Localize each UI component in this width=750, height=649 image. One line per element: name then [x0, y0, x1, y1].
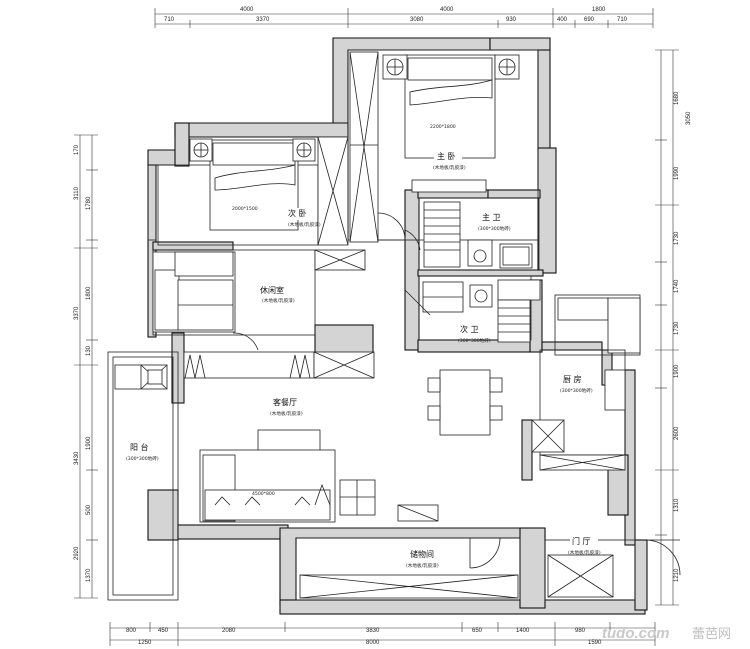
dim-bottom-seg-5: 650: [472, 628, 483, 634]
dim-bottom-total-3: 1590: [588, 640, 602, 646]
dim-left-seg-2: 3110: [74, 186, 80, 200]
dim-top-seg-3: 3080: [410, 17, 424, 23]
room-note-living-dining: (木地板/乳胶漆): [270, 410, 303, 417]
dim-right-seg-10: 1210: [674, 568, 680, 582]
master-bath-fixtures: [418, 197, 540, 271]
room-note-storage: (木地板/乳胶漆): [406, 562, 439, 569]
top-dimension-lines: [154, 8, 654, 28]
room-label-kitchen: 厨 房: [563, 374, 582, 384]
dim-right-seg-5: 1740: [674, 279, 680, 293]
dim-left-seg-3: 1780: [86, 196, 92, 210]
dim-top-seg-1: 710: [164, 17, 175, 23]
dim-right-seg-2: 3050: [686, 111, 692, 125]
dim-top-total-2: 4000: [440, 7, 454, 13]
dim-left-seg-8: 1900: [86, 436, 92, 450]
sofa-size: 4500*800: [252, 491, 275, 497]
dim-left-seg-11: 1370: [86, 568, 92, 582]
dim-top-seg-5: 400: [557, 17, 568, 23]
room-note-leisure-room: (木地板/乳胶漆): [262, 297, 295, 304]
dim-right-seg-9: 1310: [674, 498, 680, 512]
dim-left-seg-6: 130: [86, 345, 92, 356]
room-note-foyer: (木地板/乳胶漆): [568, 549, 601, 556]
master-bedroom-furniture: [347, 49, 539, 243]
dim-top-seg-2: 3370: [256, 17, 270, 23]
room-label-master-bedroom: 主 卧: [437, 151, 456, 161]
balcony-area: [107, 351, 179, 601]
dim-bottom-seg-1: 800: [126, 628, 137, 634]
dim-left-seg-5: 1800: [86, 286, 92, 300]
room-label-second-bedroom: 次 卧: [288, 208, 307, 218]
dim-right-seg-1: 1680: [674, 91, 680, 105]
dim-right-seg-4: 1730: [674, 231, 680, 245]
dim-top-total-3: 1800: [592, 7, 606, 13]
room-label-second-bath: 次 卫: [460, 324, 479, 334]
watermark-text: 蕾芭网: [692, 627, 731, 642]
dim-left-seg-4: 3370: [74, 306, 80, 320]
room-note-second-bath: (300*300地砖): [458, 337, 491, 344]
second-bedroom-furniture: [147, 136, 349, 246]
room-label-living-dining: 客餐厅: [273, 397, 297, 407]
dim-top-seg-7: 710: [617, 17, 628, 23]
watermark: tudo.com 蕾芭网: [602, 625, 731, 642]
bed-size-second: 2000*1500: [232, 206, 258, 212]
room-note-master-bath: (300*300地砖): [478, 225, 511, 232]
room-note-second-bedroom: (木地板/乳胶漆): [288, 221, 321, 228]
room-label-balcony: 阳 台: [130, 442, 149, 452]
dim-left-seg-10: 500: [86, 504, 92, 515]
foyer-fixtures: [544, 539, 681, 601]
dim-right-seg-6: 1730: [674, 321, 680, 335]
right-dimension-lines: [655, 49, 679, 606]
storage-furniture: [295, 537, 521, 601]
dim-right-seg-3: 1990: [674, 166, 680, 180]
dim-bottom-total-1: 1250: [138, 640, 152, 646]
second-bath-fixtures: [418, 275, 541, 343]
dim-bottom-seg-2: 450: [158, 628, 169, 634]
room-label-master-bath: 主 卫: [482, 212, 501, 222]
watermark-logo: tudo.com: [602, 625, 670, 642]
room-note-kitchen: (300*300地砖): [560, 387, 593, 394]
dim-bottom-seg-3: 2080: [222, 628, 236, 634]
room-note-master-bedroom: (木地板/乳胶漆): [433, 164, 466, 171]
living-dining-furniture: [183, 351, 503, 523]
left-dimension-lines: [74, 134, 98, 599]
kitchen-fixtures: [531, 294, 641, 471]
room-note-balcony: (300*300地砖): [126, 455, 159, 462]
dim-top-seg-4: 930: [506, 17, 517, 23]
dim-left-seg-9: 2920: [74, 546, 80, 560]
dim-right-seg-7: 1900: [674, 364, 680, 378]
dim-bottom-seg-7: 980: [575, 628, 586, 634]
door-swings: [232, 212, 431, 351]
dim-left-seg-7: 3430: [74, 451, 80, 465]
dim-bottom-seg-6: 1400: [516, 628, 530, 634]
dim-top-seg-6: 690: [584, 17, 595, 23]
dim-bottom-seg-4: 3830: [366, 628, 380, 634]
room-label-leisure-room: 休闲室: [260, 285, 284, 295]
dim-right-seg-8: 2600: [674, 426, 680, 440]
room-label-storage: 储物间: [410, 549, 434, 559]
dim-left-seg-1: 170: [74, 144, 80, 155]
bottom-dimension-lines: [109, 622, 656, 646]
bed-size-master: 2200*1800: [430, 124, 456, 130]
room-label-foyer: 门 厅: [572, 536, 591, 546]
dim-top-total-1: 4000: [240, 7, 254, 13]
leisure-room-furniture: [152, 249, 366, 336]
dim-bottom-total-2: 8000: [366, 640, 380, 646]
